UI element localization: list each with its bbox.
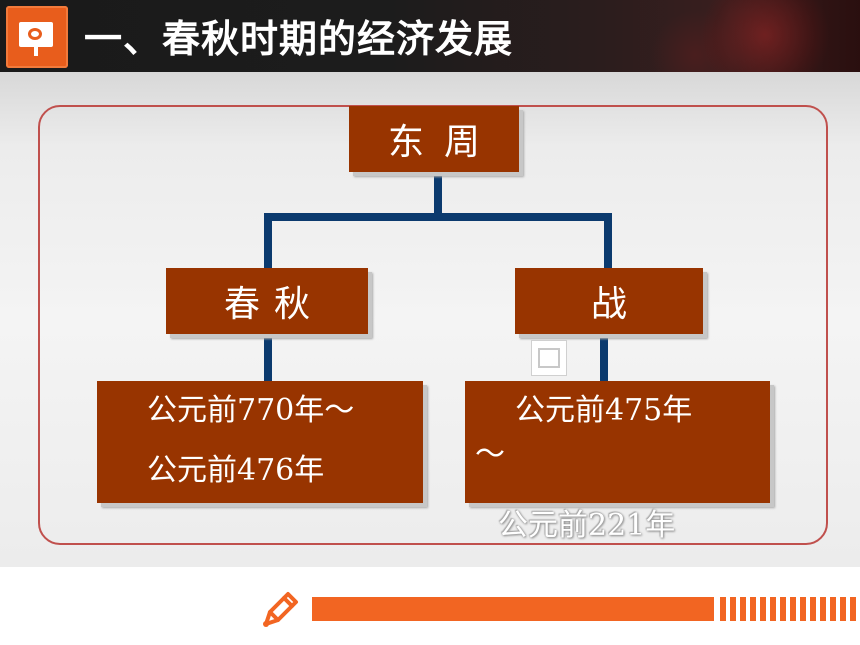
dates-line-1: 公元前770年～ [147, 393, 355, 428]
footer-stripes [720, 597, 860, 621]
page-title: 一、春秋时期的经济发展 [84, 16, 514, 61]
warring-states-end-date: 公元前221年 [498, 508, 676, 543]
node-spring-autumn-dates: 公元前770年～ 公元前476年 [97, 381, 423, 503]
node-east-zhou: 东周 [349, 106, 519, 172]
embedded-object-icon [531, 340, 567, 376]
node-warring-states-dates: 公元前475年 ～ [465, 381, 770, 503]
pencil-icon [258, 588, 302, 632]
connector-right-down [604, 213, 612, 269]
node-warring-states: 战 [515, 268, 703, 334]
presentation-icon [6, 6, 68, 68]
node-spring-autumn: 春秋 [166, 268, 368, 334]
node-east-zhou-label: 东周 [387, 122, 500, 163]
header-bar: 一、春秋时期的经济发展 [0, 0, 860, 72]
node-spring-autumn-label: 春秋 [223, 284, 324, 325]
dates-line-2: 公元前476年 [147, 453, 325, 488]
connector-left-down [264, 213, 272, 269]
dates-line-1: 公元前475年 [515, 393, 693, 428]
connector-right-dates [600, 334, 608, 382]
header-decoration [700, 0, 830, 72]
dates-line-2: ～ [475, 437, 505, 472]
node-warring-states-label: 战 [590, 284, 627, 325]
connector-left-dates [264, 334, 272, 382]
connector-root-vertical [434, 172, 442, 217]
footer-bar [312, 597, 714, 621]
connector-horizontal [264, 213, 612, 221]
